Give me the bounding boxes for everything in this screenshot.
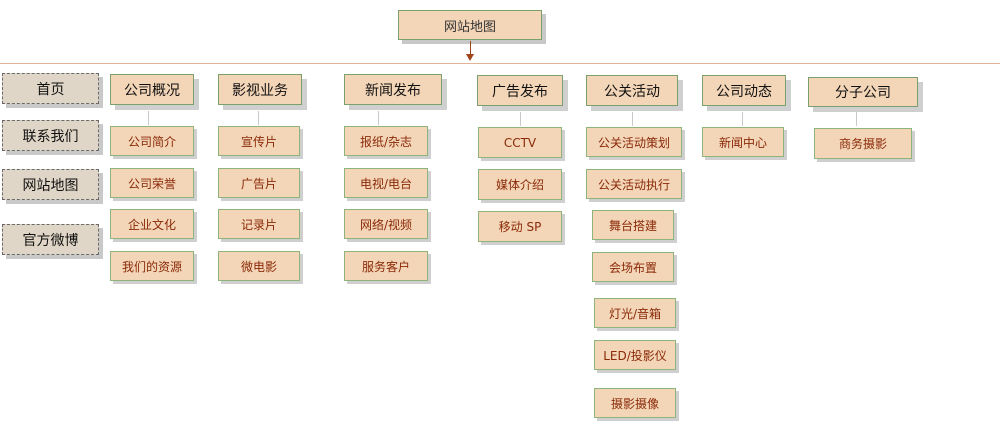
section-dynamics-header[interactable]: 公司动态: [702, 75, 786, 106]
section-film-title: 影视业务: [232, 82, 288, 99]
section-news-header[interactable]: 新闻发布: [344, 74, 442, 105]
pr-item-led[interactable]: LED/投影仪: [594, 340, 676, 370]
pr-item-planning[interactable]: 公关活动策划: [586, 127, 682, 157]
about-connector: [148, 111, 149, 125]
branch-item-photography[interactable]: 商务摄影: [814, 128, 912, 159]
nav-home-label: 首页: [36, 81, 65, 98]
about-item-resources[interactable]: 我们的资源: [110, 251, 194, 281]
section-ads-title: 广告发布: [492, 83, 548, 100]
film-item-documentary-label: 记录片: [240, 217, 277, 232]
pr-item-planning-label: 公关活动策划: [597, 135, 670, 150]
section-ads-header[interactable]: 广告发布: [477, 75, 563, 106]
pr-item-execution-label: 公关活动执行: [597, 177, 670, 192]
pr-item-photo-video-label: 摄影摄像: [610, 396, 659, 411]
news-item-web-video[interactable]: 网络/视频: [344, 209, 428, 239]
news-connector: [378, 111, 379, 125]
nav-contact[interactable]: 联系我们: [2, 120, 99, 151]
section-about-header[interactable]: 公司概况: [110, 74, 194, 105]
news-item-print-label: 报纸/杂志: [359, 134, 413, 149]
section-pr-title: 公关活动: [604, 83, 660, 100]
news-item-web-video-label: 网络/视频: [359, 217, 413, 232]
sitemap-root-box[interactable]: 网站地图: [398, 10, 542, 40]
nav-contact-label: 联系我们: [22, 128, 79, 145]
film-item-commercial-label: 广告片: [240, 176, 277, 191]
news-item-tv-radio[interactable]: 电视/电台: [344, 168, 428, 198]
film-item-microfilm[interactable]: 微电影: [218, 251, 300, 281]
section-film-header[interactable]: 影视业务: [218, 74, 302, 105]
pr-item-led-label: LED/投影仪: [603, 348, 667, 363]
news-item-tv-radio-label: 电视/电台: [359, 176, 413, 191]
pr-item-stage-label: 舞台搭建: [608, 218, 657, 233]
section-dynamics-title: 公司动态: [716, 83, 772, 100]
arrow-down-icon: [466, 54, 474, 61]
pr-item-venue[interactable]: 会场布置: [592, 252, 674, 282]
film-item-commercial[interactable]: 广告片: [218, 168, 300, 198]
nav-weibo-label: 官方微博: [22, 232, 79, 249]
film-item-promo[interactable]: 宣传片: [218, 126, 300, 156]
film-connector: [258, 111, 259, 125]
pr-item-execution[interactable]: 公关活动执行: [586, 169, 682, 199]
separator-line: [0, 63, 1000, 64]
nav-weibo[interactable]: 官方微博: [2, 224, 99, 255]
nav-sitemap-label: 网站地图: [22, 177, 79, 194]
film-item-documentary[interactable]: 记录片: [218, 209, 300, 239]
about-item-culture[interactable]: 企业文化: [110, 209, 194, 239]
film-item-promo-label: 宣传片: [240, 134, 277, 149]
branch-item-photography-label: 商务摄影: [838, 137, 887, 151]
section-news-title: 新闻发布: [365, 82, 421, 99]
section-branch-header[interactable]: 分子公司: [808, 77, 918, 107]
sitemap-root-label: 网站地图: [443, 19, 496, 35]
news-item-clients-label: 服务客户: [361, 259, 410, 274]
ads-item-mobile-sp-label: 移动 SP: [498, 220, 542, 234]
nav-home[interactable]: 首页: [2, 73, 99, 104]
section-pr-header[interactable]: 公关活动: [586, 75, 678, 106]
about-item-profile-label: 公司简介: [127, 134, 176, 149]
about-item-honors-label: 公司荣誉: [127, 176, 176, 191]
dynamics-item-news-center-label: 新闻中心: [718, 135, 767, 150]
about-item-honors[interactable]: 公司荣誉: [110, 168, 194, 198]
ads-item-media-label: 媒体介绍: [495, 178, 544, 192]
pr-item-venue-label: 会场布置: [608, 260, 657, 275]
branch-connector: [856, 112, 857, 126]
about-item-profile[interactable]: 公司简介: [110, 126, 194, 156]
ads-item-media[interactable]: 媒体介绍: [478, 169, 562, 200]
section-branch-title: 分子公司: [835, 85, 891, 101]
pr-connector: [632, 112, 633, 126]
pr-item-lighting-label: 灯光/音箱: [608, 306, 662, 321]
section-about-title: 公司概况: [124, 82, 180, 99]
ads-item-mobile-sp[interactable]: 移动 SP: [478, 211, 562, 242]
nav-sitemap[interactable]: 网站地图: [2, 169, 99, 200]
ads-connector: [520, 112, 521, 126]
news-item-clients[interactable]: 服务客户: [344, 251, 428, 281]
ads-item-cctv[interactable]: CCTV: [478, 127, 562, 158]
dynamics-connector: [742, 112, 743, 126]
ads-item-cctv-label: CCTV: [503, 135, 537, 150]
pr-item-photo-video[interactable]: 摄影摄像: [594, 388, 676, 418]
about-item-resources-label: 我们的资源: [121, 259, 182, 274]
root-connector: [470, 41, 471, 55]
news-item-print[interactable]: 报纸/杂志: [344, 126, 428, 156]
film-item-microfilm-label: 微电影: [240, 259, 277, 274]
dynamics-item-news-center[interactable]: 新闻中心: [702, 127, 784, 157]
pr-item-lighting[interactable]: 灯光/音箱: [594, 298, 676, 328]
about-item-culture-label: 企业文化: [127, 217, 176, 232]
pr-item-stage[interactable]: 舞台搭建: [592, 210, 674, 240]
